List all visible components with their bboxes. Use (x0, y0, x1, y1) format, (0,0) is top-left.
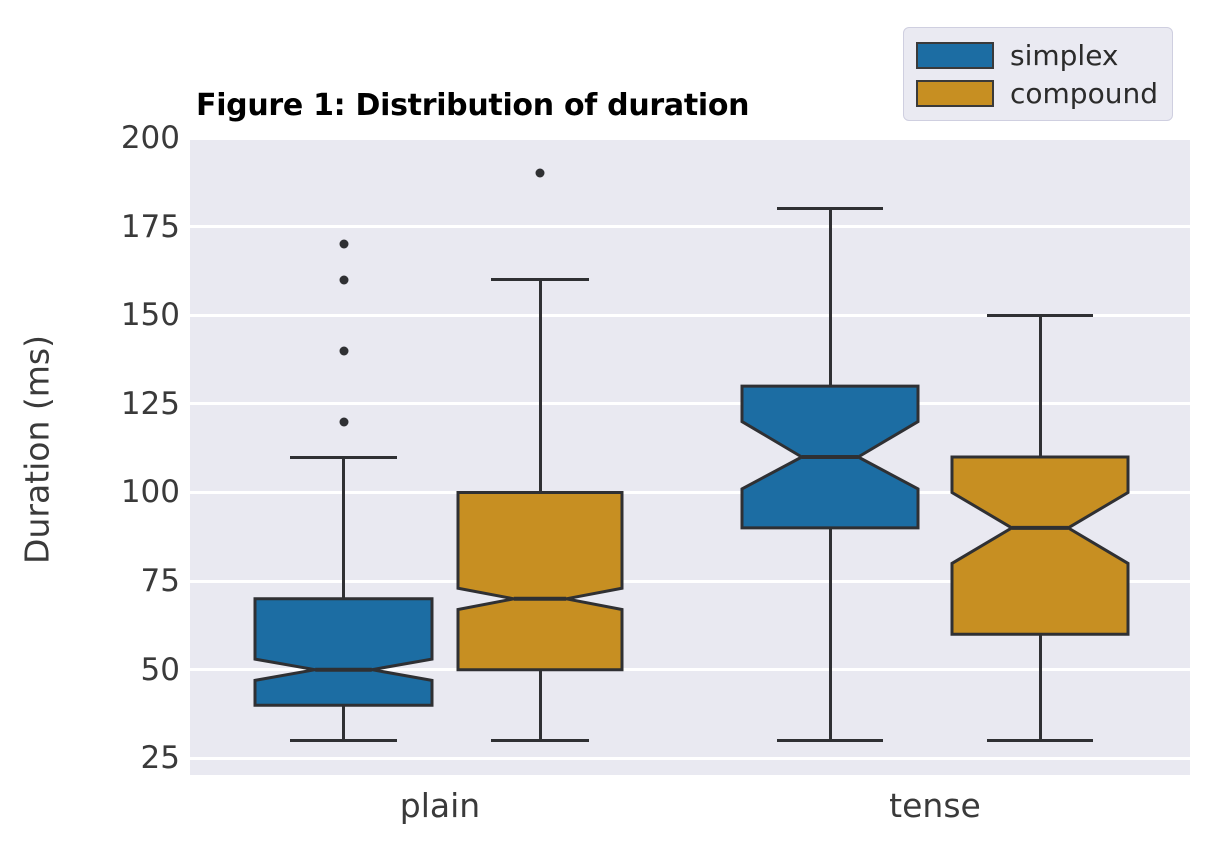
whisker-upper (828, 208, 832, 387)
legend-swatch (916, 41, 994, 69)
whisker-lower (828, 527, 832, 741)
cap-upper (490, 278, 590, 282)
y-axis-tick-label: 150 (120, 297, 180, 334)
gridline (190, 136, 1190, 140)
gridline (190, 756, 1190, 760)
legend-label: compound (1010, 76, 1158, 110)
gridline (190, 579, 1190, 583)
cap-lower (290, 739, 397, 743)
outlier-point (339, 417, 348, 427)
outlier-point (339, 239, 348, 249)
legend: simplex compound (903, 27, 1173, 121)
gridline (190, 225, 1190, 229)
y-axis-tick-label: 75 (140, 563, 180, 600)
whisker-lower (1038, 634, 1042, 741)
cap-upper (290, 455, 397, 459)
y-axis-tick-label: 100 (120, 474, 180, 511)
legend-label: simplex (1010, 38, 1119, 72)
legend-swatch (916, 79, 994, 107)
cap-lower (987, 739, 1093, 743)
x-axis-tick-label: tense (889, 786, 981, 825)
whisker-lower (538, 669, 542, 741)
gridline (190, 313, 1190, 317)
x-axis-tick-label: plain (399, 786, 481, 825)
outlier-point (339, 275, 348, 285)
cap-upper (777, 207, 883, 211)
cap-lower (777, 739, 883, 743)
chart-title: Figure 1: Distribution of duration (196, 88, 750, 123)
legend-item[interactable]: compound (916, 74, 1158, 112)
y-axis-ticks: 200 175 150 125 100 75 50 25 (90, 0, 180, 862)
y-axis-tick-label: 25 (140, 740, 180, 777)
gridline (190, 668, 1190, 672)
y-axis-tick-label: 125 (120, 385, 180, 422)
whisker-upper (1038, 315, 1042, 458)
gridline (190, 490, 1190, 494)
whisker-upper (342, 457, 345, 599)
outlier-point (339, 346, 348, 356)
whisker-lower (342, 705, 345, 741)
outlier-point (535, 168, 545, 178)
legend-item[interactable]: simplex (916, 36, 1158, 74)
y-axis-tick-label: 175 (120, 208, 180, 245)
gridline (190, 402, 1190, 406)
cap-lower (490, 739, 590, 743)
y-axis-tick-label: 200 (120, 120, 180, 156)
whisker-upper (538, 279, 542, 493)
y-axis-tick-label: 50 (140, 651, 180, 688)
cap-upper (987, 313, 1093, 317)
